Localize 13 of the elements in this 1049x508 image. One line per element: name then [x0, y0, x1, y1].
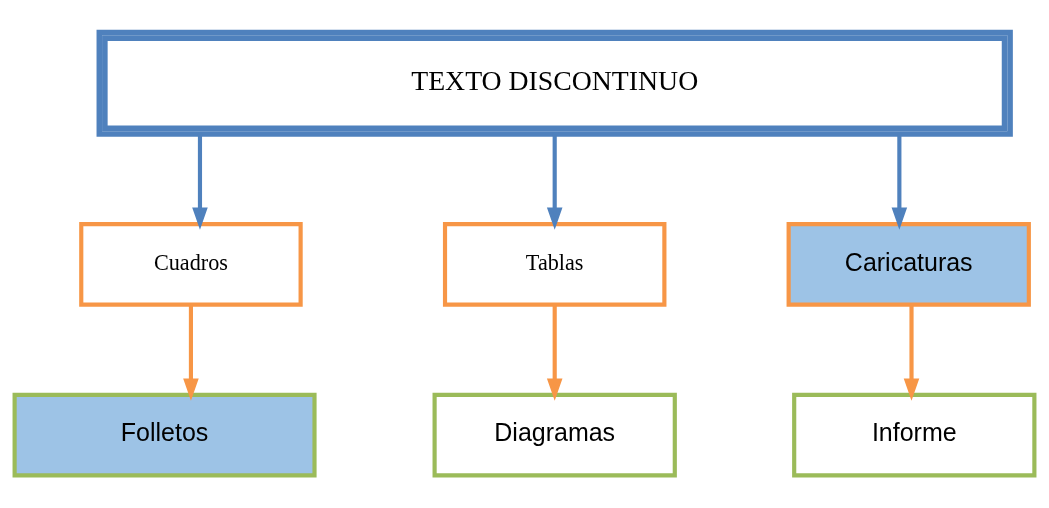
node-box: Informe — [792, 392, 1037, 478]
node-box: Caricaturas — [786, 222, 1031, 307]
node-box: Diagramas — [432, 392, 677, 478]
node-box: Tablas — [442, 222, 667, 307]
arrow — [192, 134, 208, 230]
arrow — [891, 134, 908, 230]
node-box: Folletos — [12, 392, 317, 478]
arrow — [546, 304, 563, 401]
node-box: TEXTO DISCONTINUO — [96, 29, 1013, 137]
node-box: Cuadros — [79, 222, 303, 307]
arrow — [183, 304, 199, 401]
arrow — [903, 304, 920, 401]
arrow — [546, 134, 563, 230]
